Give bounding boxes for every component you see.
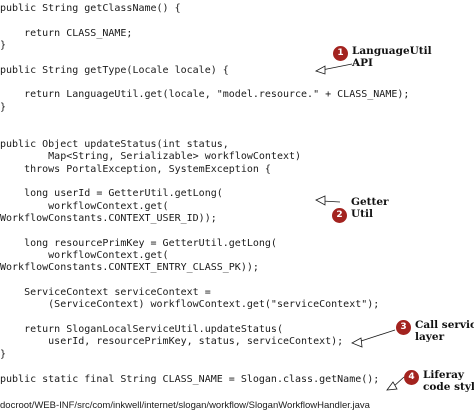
code-line: WorkflowConstants.CONTEXT_ENTRY_CLASS_PK… bbox=[0, 262, 259, 274]
code-line: return SloganLocalServiceUtil.updateStat… bbox=[0, 324, 283, 336]
callout-badge: 4 bbox=[404, 370, 419, 385]
callout-label: Liferay code style bbox=[423, 369, 474, 393]
callout-label: Getter Util bbox=[351, 196, 389, 220]
callout-2: 2 Getter Util bbox=[332, 196, 389, 223]
callout-4-arrow bbox=[386, 376, 405, 391]
code-line: } bbox=[0, 40, 7, 52]
file-path-caption: docroot/WEB-INF/src/com/inkwell/internet… bbox=[0, 400, 370, 411]
code-line: public Object updateStatus(int status, bbox=[0, 138, 229, 150]
callout-3-arrow bbox=[351, 329, 396, 348]
code-line: WorkflowConstants.CONTEXT_USER_ID)); bbox=[0, 212, 217, 224]
code-line: Map<String, Serializable> workflowContex… bbox=[0, 151, 302, 163]
code-line: ServiceContext serviceContext = bbox=[0, 287, 211, 299]
code-line: return LanguageUtil.get(locale, "model.r… bbox=[0, 89, 410, 101]
code-line: workflowContext.get( bbox=[0, 250, 169, 261]
code-line: public static final String CLASS_NAME = … bbox=[0, 373, 380, 385]
code-line: (ServiceContext) workflowContext.get("se… bbox=[0, 299, 380, 311]
callout-4: 4 Liferay code style bbox=[404, 369, 474, 393]
code-line: public String getType(Locale locale) { bbox=[0, 64, 229, 76]
code-line: return CLASS_NAME; bbox=[0, 27, 133, 39]
code-line: long userId = GetterUtil.getLong( bbox=[0, 188, 223, 200]
code-line: } bbox=[0, 348, 7, 360]
callout-badge: 3 bbox=[396, 320, 411, 335]
callout-1: 1 LanguageUtil API bbox=[333, 45, 432, 69]
code-line: workflowContext.get( bbox=[0, 200, 169, 212]
code-line: long resourcePrimKey = GetterUtil.getLon… bbox=[0, 237, 277, 249]
callout-badge: 2 bbox=[332, 208, 347, 223]
code-line: public String getClassName() { bbox=[0, 3, 181, 14]
code-line: userId, resourcePrimKey, status, service… bbox=[0, 336, 344, 348]
callout-label: Call service layer bbox=[415, 319, 474, 343]
code-line: } bbox=[0, 101, 7, 113]
callout-badge: 1 bbox=[333, 46, 348, 61]
code-line: throws PortalException, SystemException … bbox=[0, 163, 271, 175]
callout-label: LanguageUtil API bbox=[352, 45, 432, 69]
callout-3: 3 Call service layer bbox=[396, 319, 474, 343]
